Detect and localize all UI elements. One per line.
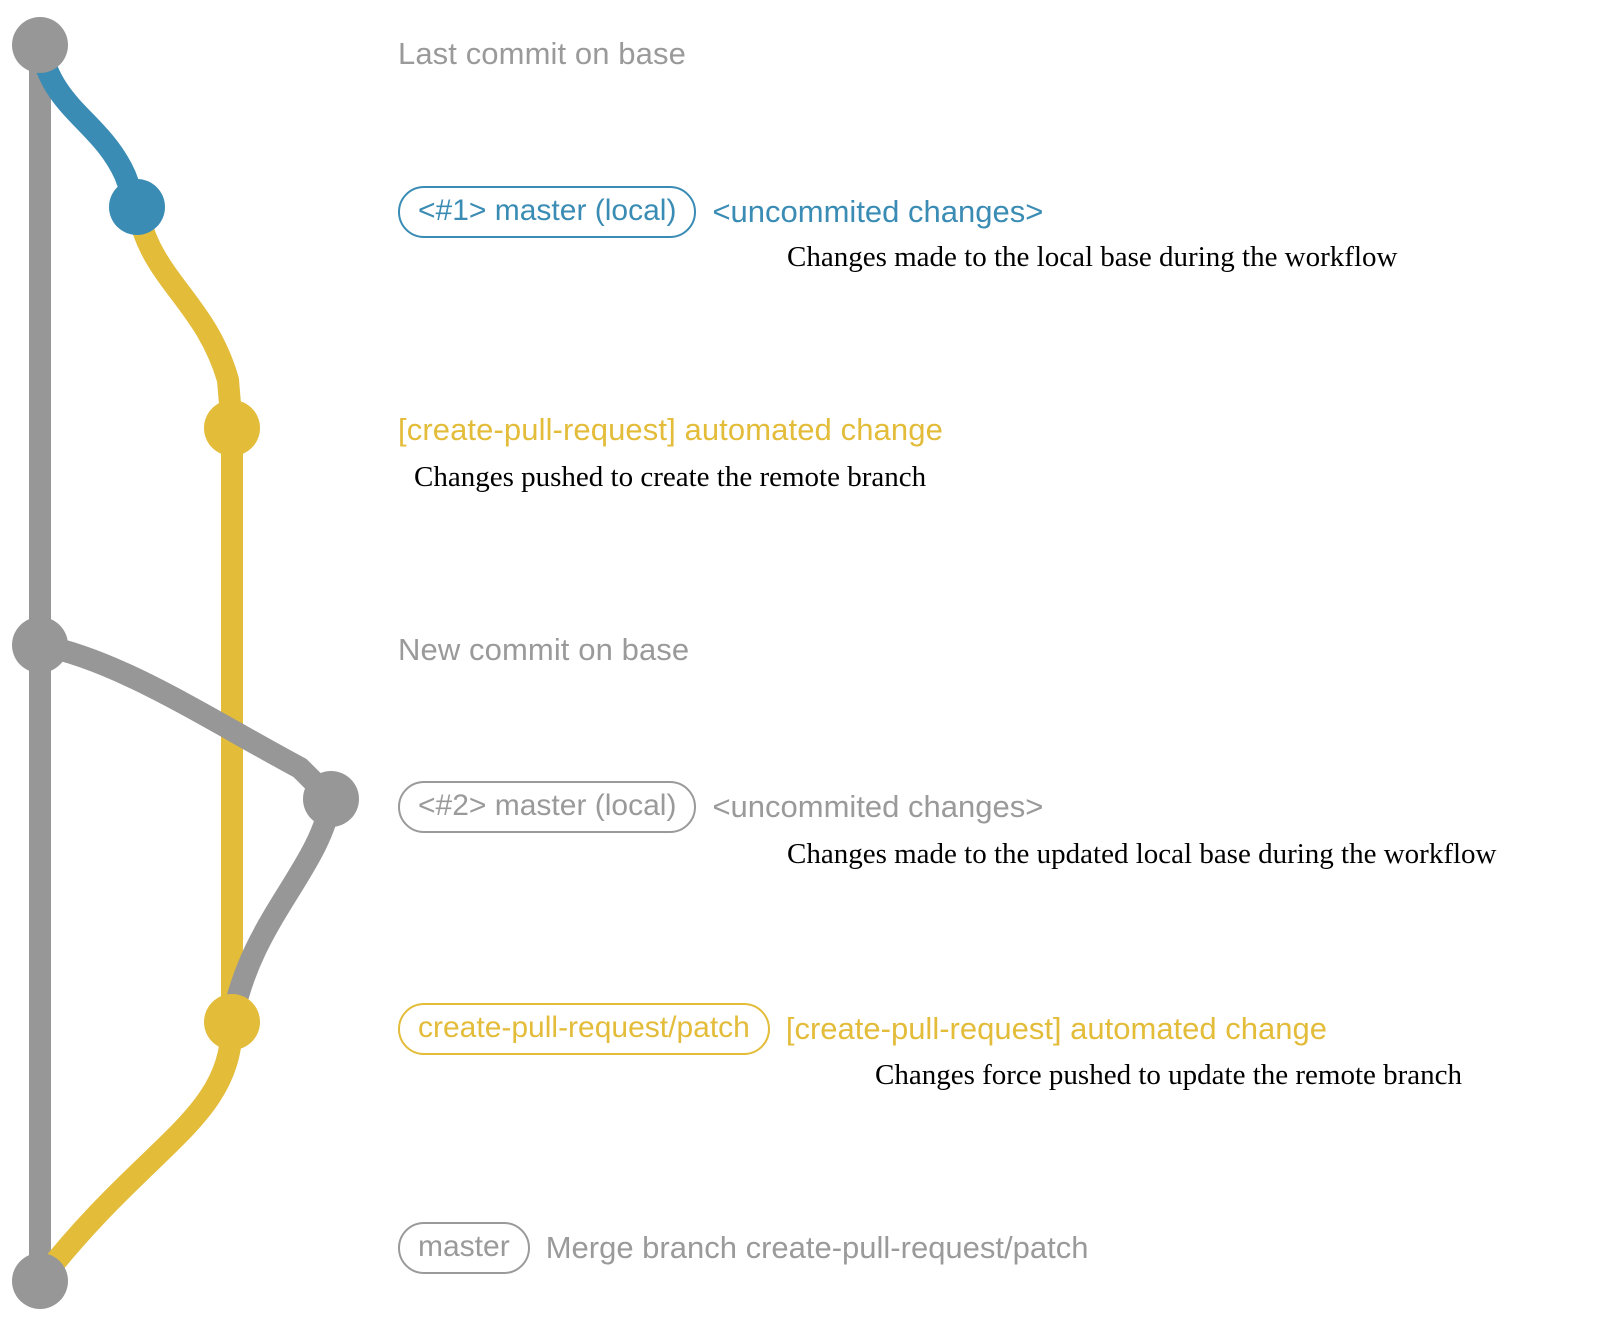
commit-node-remote-2[interactable] [204,994,260,1050]
row-new-commit-on-base: New commit on base [398,634,689,665]
commit-node-remote-1[interactable] [204,400,260,456]
row-local-1: <#1> master (local) <uncommited changes> [398,186,1043,238]
branch-badge-master-label: master [418,1230,510,1263]
description-remote-push-1: Changes pushed to create the remote bran… [414,461,927,493]
commit-message-remote-push-2: [create-pull-request] automated change [785,1010,1327,1046]
commit-message-remote-push-1: [create-pull-request] automated change [398,412,943,447]
row-local-2: <#2> master (local) <uncommited changes> [398,781,1043,833]
row-merge: master Merge branch create-pull-request/… [398,1222,1088,1274]
branch-badge-local-2[interactable]: <#2> master (local) [398,781,697,833]
commit-message-local-2: <uncommited changes> [712,788,1044,824]
branch-badge-remote-2-label: create-pull-request/patch [418,1011,750,1044]
commit-message-new-commit-on-base: New commit on base [398,632,690,667]
commit-message-last-commit-on-base: Last commit on base [398,36,686,71]
commit-message-local-1: <uncommited changes> [712,193,1044,229]
commit-node-merge[interactable] [12,1253,68,1309]
row-last-commit-on-base: Last commit on base [398,38,686,69]
commit-message-merge: Merge branch create-pull-request/patch [545,1229,1089,1265]
branch-badge-local-1-label: <#1> master (local) [418,194,677,227]
local-2-branch-line [29,634,343,1033]
commit-node-local-2[interactable] [303,771,359,827]
description-local-1: Changes made to the local base during th… [787,241,1398,273]
branch-badge-remote-2[interactable]: create-pull-request/patch [398,1003,770,1055]
description-remote-push-2: Changes force pushed to update the remot… [875,1059,1463,1091]
branch-badge-master[interactable]: master [398,1222,530,1274]
description-local-2: Changes made to the updated local base d… [787,838,1497,870]
branch-badge-local-2-label: <#2> master (local) [418,789,677,822]
commit-node-base-new[interactable] [12,617,68,673]
branch-badge-local-1[interactable]: <#1> master (local) [398,186,697,238]
commit-node-local-1[interactable] [109,179,165,235]
row-remote-push-1: [create-pull-request] automated change [398,414,943,445]
row-remote-push-2: create-pull-request/patch [create-pull-r… [398,1003,1327,1055]
commit-node-base-head[interactable] [12,17,68,73]
